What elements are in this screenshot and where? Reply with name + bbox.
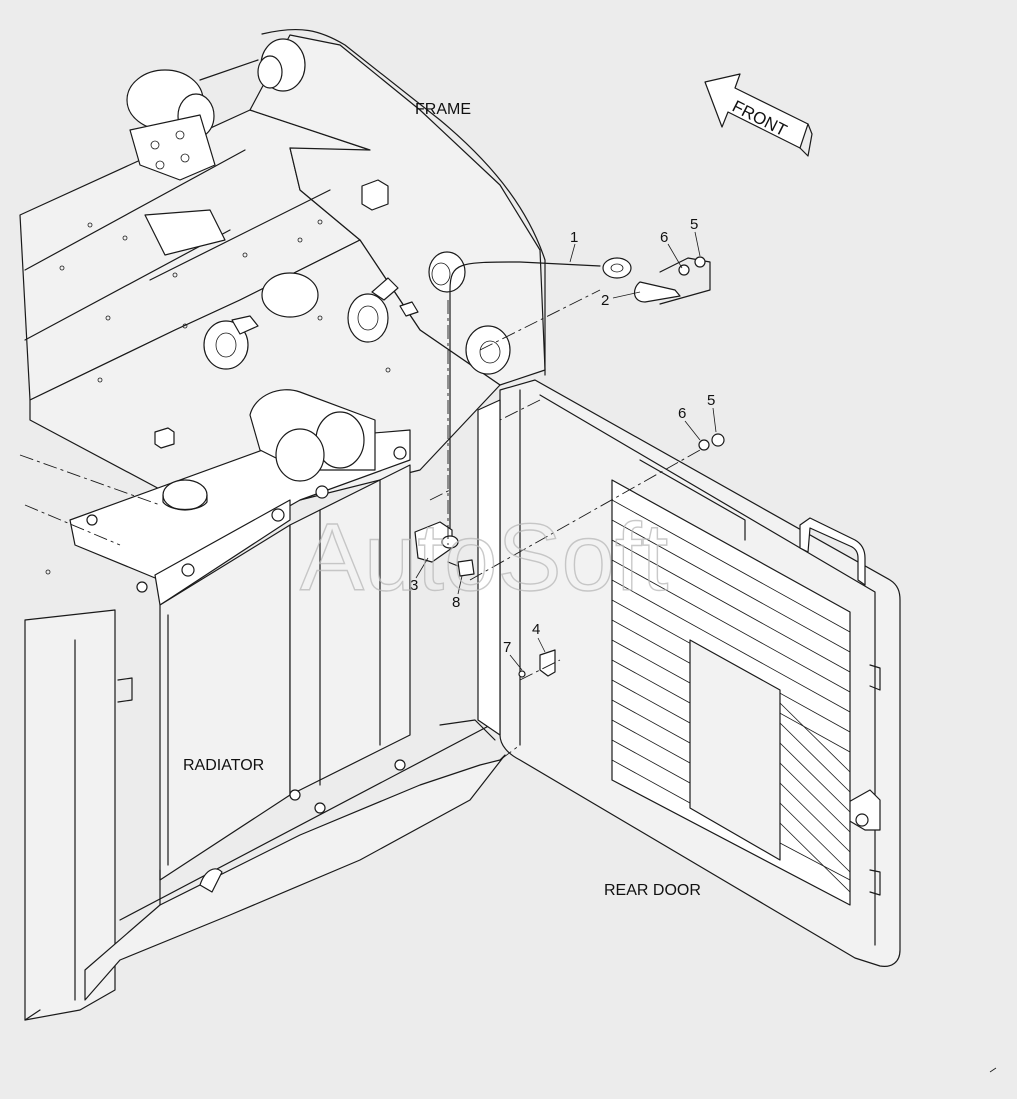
callout-6-door: 6 [678,405,686,422]
callout-6-top: 6 [660,229,668,246]
callout-leaders [415,231,717,671]
frame-assembly [19,28,546,575]
rear-door [477,379,901,967]
radiator-label: RADIATOR [183,757,264,774]
callout-5-top: 5 [690,216,698,233]
callout-5-door: 5 [707,392,715,409]
lower-body [24,609,506,1021]
front-direction-arrow: FRONT [704,73,813,157]
hardware-parts [19,256,725,761]
callout-7: 7 [503,639,511,656]
watermark: AutoSoft [300,504,668,611]
callout-4: 4 [532,621,540,638]
callout-3: 3 [410,577,418,594]
rear-door-label: REAR DOOR [604,882,701,899]
frame-label: FRAME [415,101,471,118]
radiator-assembly [69,389,411,881]
callout-8: 8 [452,594,460,611]
callout-1: 1 [570,229,578,246]
callout-2: 2 [601,292,609,309]
